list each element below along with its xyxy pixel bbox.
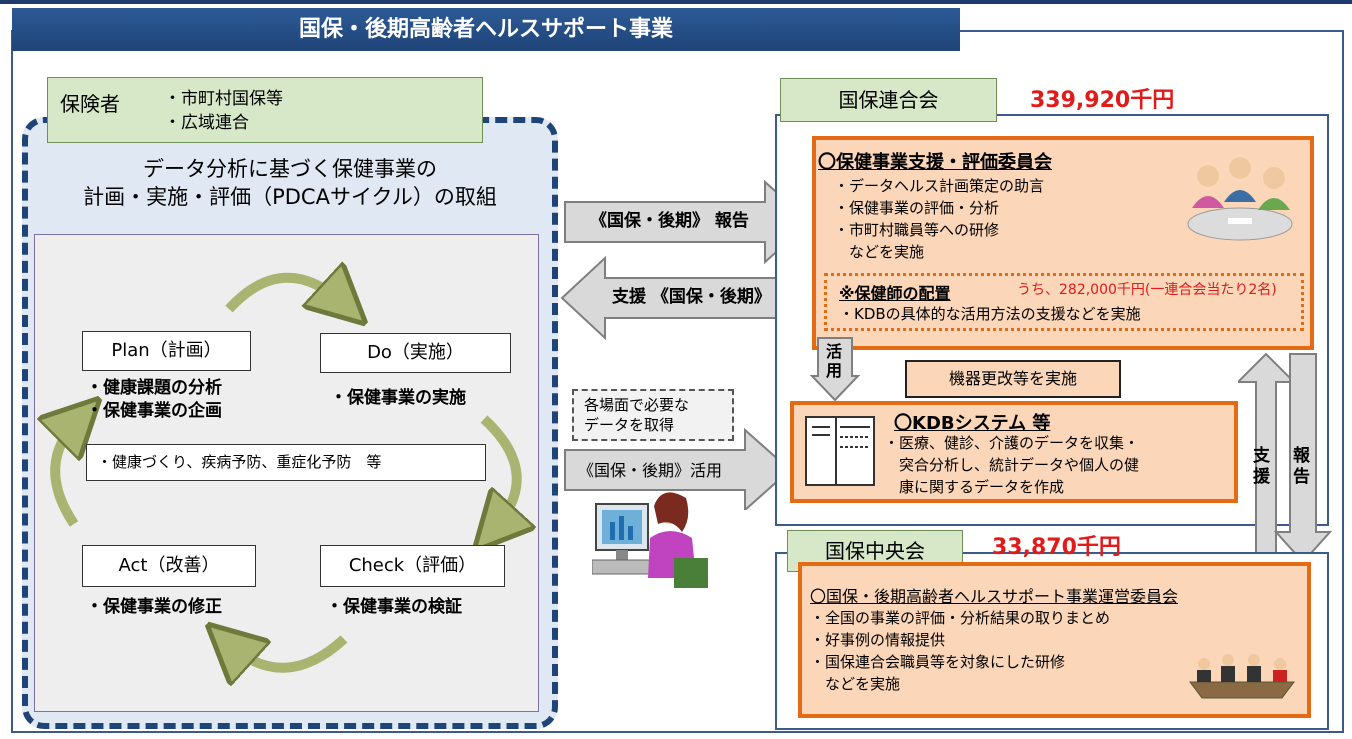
page-title: 国保・後期高齢者ヘルスサポート事業 — [12, 8, 960, 51]
act-box: Act（改善） — [82, 545, 256, 587]
insurer-label: 保険者 — [60, 92, 120, 116]
kdb-item: 康に関するデータを作成 — [884, 478, 1065, 496]
steering-committee-item: ・全国の事業の評価・分析結果の取りまとめ — [810, 609, 1111, 627]
insurer-item: ・広域連合 — [164, 113, 249, 133]
middle-note-box: ・健康づくり、疾病予防、重症化予防 等 — [86, 444, 486, 481]
pdca-heading-line2: 計画・実施・評価（PDCAサイクル）の取組 — [83, 185, 497, 209]
arrow-act-to-plan — [55, 419, 79, 527]
meeting-table-icon — [1189, 654, 1295, 699]
evaluation-committee-item: ・保健事業の評価・分析 — [834, 199, 1000, 217]
insurer-label-box: 保険者 ・市町村国保等 ・広域連合 — [47, 77, 483, 143]
check-item: ・保健事業の検証 — [326, 597, 462, 617]
pdca-heading: データ分析に基づく保健事業の 計画・実施・評価（PDCAサイクル）の取組 — [40, 155, 540, 211]
check-box: Check（評価） — [320, 545, 505, 587]
steering-committee-item: ・国保連合会職員等を対象にした研修 — [810, 653, 1066, 671]
plan-item: ・健康課題の分析 — [86, 378, 222, 398]
evaluation-committee-item: ・データヘルス計画策定の助言 — [834, 177, 1045, 195]
side-support-label: 支援 — [1253, 446, 1270, 487]
cycle-arrows — [34, 234, 539, 712]
data-note-line: データを取得 — [584, 416, 675, 434]
kdb-title: 〇KDBシステム 等 — [894, 413, 1051, 434]
rengo-budget: 339,920千円 — [1030, 88, 1175, 113]
kdb-item: 突合分析し、統計データや個人の健 — [884, 456, 1140, 474]
use-arrow-label: 《国保・後期》活用 — [578, 461, 723, 480]
side-report-label: 報告 — [1293, 446, 1310, 487]
steering-committee-item: などを実施 — [810, 675, 901, 693]
arrow-plan-to-do — [225, 278, 344, 309]
nurse-item: ・KDBの具体的な活用方法の支援などを実施 — [839, 305, 1141, 323]
insurer-item: ・市町村国保等 — [164, 89, 283, 109]
steering-committee-item: ・好事例の情報提供 — [810, 631, 946, 649]
nurse-budget-note: うち、282,000千円(一連合会当たり2名) — [1017, 282, 1277, 298]
steering-committee-title: 〇国保・後期高齢者ヘルスサポート事業運営委員会 — [810, 587, 1179, 606]
chuo-budget: 33,870千円 — [992, 535, 1121, 560]
middle-arrows — [560, 180, 812, 510]
do-box: Do（実施） — [320, 333, 511, 373]
kdb-system-icon — [805, 416, 875, 486]
use-arrow — [564, 427, 792, 510]
evaluation-committee-title: 〇保健事業支援・評価委員会 — [818, 152, 1052, 173]
top-border — [0, 0, 1352, 4]
evaluation-committee-item: ・市町村職員等への研修 — [834, 221, 1000, 239]
act-item: ・保健事業の修正 — [86, 597, 222, 617]
nurse-box: ※保健師の配置 うち、282,000千円(一連合会当たり2名) ・KDBの具体的… — [824, 273, 1304, 331]
plan-box: Plan（計画） — [82, 331, 251, 371]
nurse-title: ※保健師の配置 — [839, 284, 951, 303]
kdb-box: 〇KDBシステム 等 ・医療、健診、介護のデータを収集・ 突合分析し、統計データ… — [790, 401, 1238, 503]
data-note-line: 各場面で必要な — [584, 396, 690, 414]
evaluation-committee-item: などを実施 — [834, 243, 925, 261]
rengo-label: 国保連合会 — [780, 78, 997, 122]
arrow-check-to-act — [229, 639, 348, 668]
report-arrow-label: 《国保・後期》 報告 — [590, 211, 749, 231]
data-note-box: 各場面で必要な データを取得 — [572, 389, 734, 441]
arrow-do-to-check — [484, 415, 517, 529]
plan-item: ・保健事業の企画 — [86, 401, 222, 421]
meeting-people-icon — [1187, 157, 1293, 241]
support-arrow-label: 支援 《国保・後期》 — [612, 287, 771, 307]
katsuyo-label: 活用 — [826, 342, 843, 380]
do-item: ・保健事業の実施 — [330, 388, 466, 408]
kdb-item: ・医療、健診、介護のデータを収集・ — [884, 434, 1140, 452]
steering-committee-box: 〇国保・後期高齢者ヘルスサポート事業運営委員会 ・全国の事業の評価・分析結果の取… — [798, 562, 1311, 718]
person-computer-icon — [592, 492, 708, 588]
side-report-arrow — [1273, 353, 1333, 564]
vertical-arrows — [1238, 352, 1333, 564]
katsuyo-arrow — [810, 337, 860, 402]
evaluation-committee-box: 〇保健事業支援・評価委員会 ・データヘルス計画策定の助言 ・保健事業の評価・分析… — [812, 136, 1314, 350]
equipment-box: 機器更改等を実施 — [905, 360, 1121, 398]
pdca-heading-line1: データ分析に基づく保健事業の — [143, 157, 437, 181]
support-arrow — [560, 255, 806, 341]
